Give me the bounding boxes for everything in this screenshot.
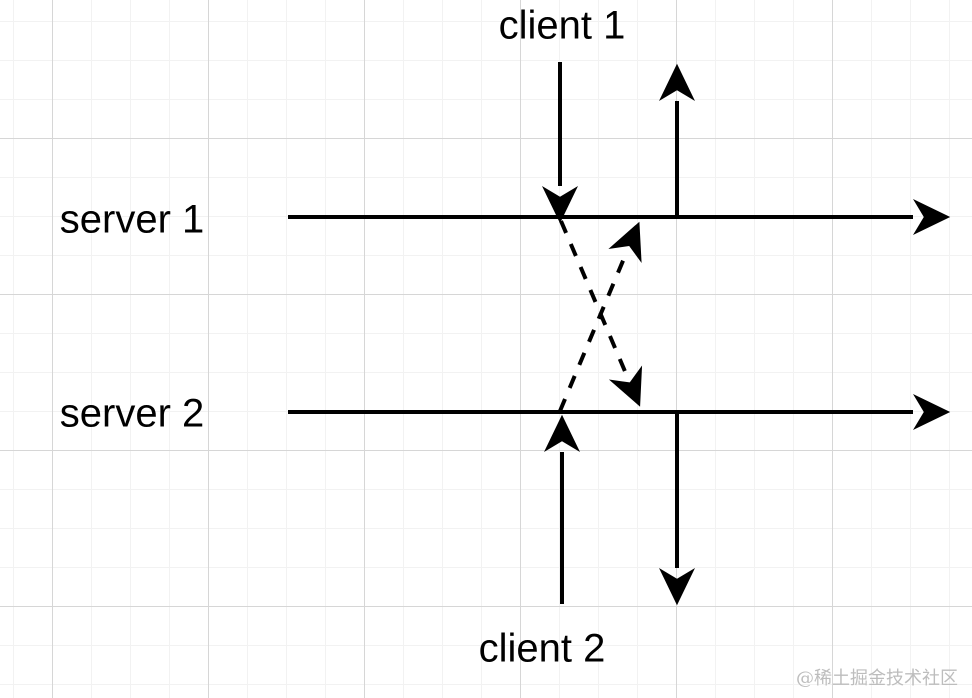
client1-label: client 1 — [498, 3, 626, 48]
watermark-text: @稀土掘金技术社区 — [796, 668, 958, 689]
server1-to-server2-dashed-arrow — [559, 220, 643, 407]
client2-label: client 2 — [478, 626, 606, 671]
server1-label: server 1 — [59, 197, 205, 242]
server2-label: server 2 — [59, 391, 205, 436]
server2-to-server1-dashed-arrow — [558, 221, 642, 412]
